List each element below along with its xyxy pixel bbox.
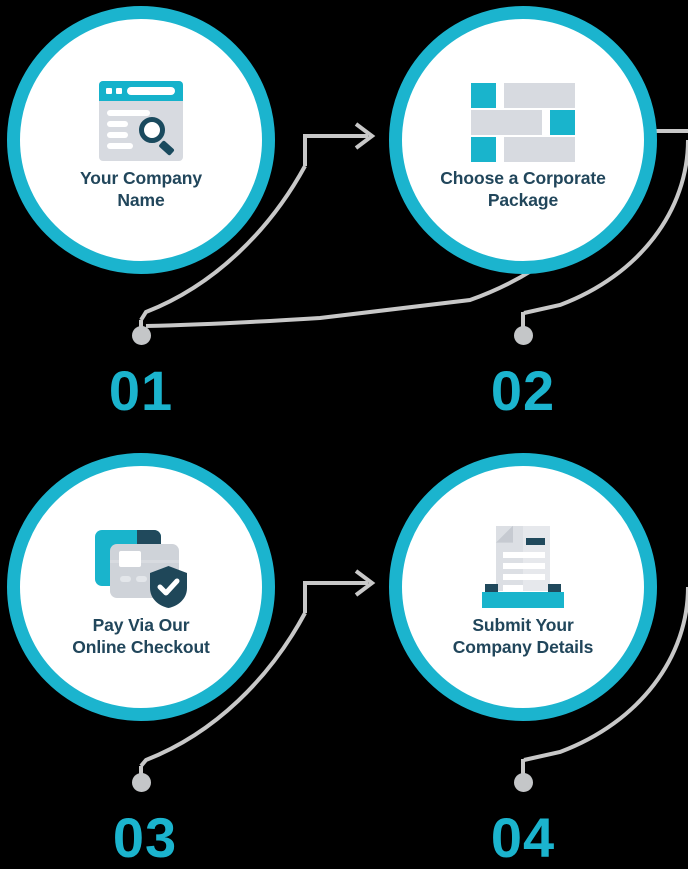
step-circle-3[interactable]: Pay Via Our Online Checkout: [7, 453, 275, 721]
step-circle-4[interactable]: Submit Your Company Details: [389, 453, 657, 721]
browser-search-icon: [86, 69, 196, 161]
step-label-4-line2: Company Details: [452, 637, 594, 657]
step-label-4: Submit Your Company Details: [416, 614, 631, 659]
step-circle-2[interactable]: Choose a Corporate Package: [389, 6, 657, 274]
credit-card-shield-icon: [86, 516, 196, 608]
arrow-head-1to2: [354, 122, 376, 150]
step-label-4-line1: Submit Your: [472, 614, 574, 635]
step-circle-1[interactable]: Your Company Name: [7, 6, 275, 274]
step-dot-01: [132, 326, 151, 345]
package-list-icon: [468, 69, 578, 162]
step-number-01: 01: [108, 359, 174, 422]
step-label-2-line2: Package: [487, 190, 559, 210]
step-label-3-line1: Pay Via Our: [92, 614, 190, 635]
step-dot-02: [514, 326, 533, 345]
step-number-02: 02: [490, 359, 556, 422]
step-label-1-line2: Name: [117, 190, 165, 210]
step-label-3: Pay Via Our Online Checkout: [34, 614, 249, 659]
step-dot-04: [514, 773, 533, 792]
step-label-1-line1: Your Company: [80, 167, 202, 188]
document-tray-icon: [468, 516, 578, 608]
arrow-line-1to2: [303, 134, 368, 166]
step-number-03: 03: [112, 806, 178, 869]
step-label-1: Your Company Name: [34, 167, 249, 212]
arrow-line-3to4: [303, 581, 368, 613]
step-dot-03: [132, 773, 151, 792]
step-number-04: 04: [490, 806, 556, 869]
step-label-3-line2: Online Checkout: [72, 637, 210, 657]
step-label-2: Choose a Corporate Package: [416, 167, 631, 212]
arrow-head-3to4: [354, 569, 376, 597]
shield-check-icon: [150, 565, 187, 608]
step-label-2-line1: Choose a Corporate: [440, 167, 606, 188]
